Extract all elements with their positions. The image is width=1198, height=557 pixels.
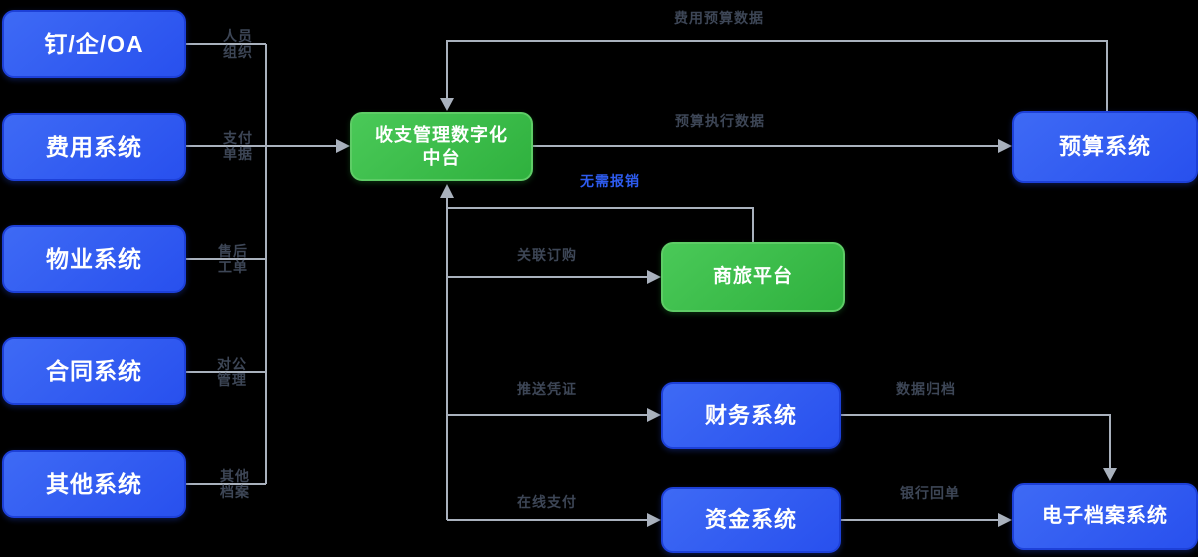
node-expense-system: 费用系统 (2, 113, 186, 181)
arrowhead-into-finance (647, 408, 661, 422)
arrowhead-into-hub-left (336, 139, 350, 153)
edge-label-bank-receipt: 银行回单 (900, 485, 960, 501)
arrowhead-into-hub-top (440, 98, 454, 111)
edge-budget-hub (446, 40, 1108, 111)
edge-label-online-payment: 在线支付 (517, 494, 577, 510)
node-contract-system: 合同系统 (2, 337, 186, 405)
edge-travel-hub (446, 198, 754, 242)
edge-label-corporate-mgmt: 对公 管理 (217, 356, 247, 388)
node-property-system: 物业系统 (2, 225, 186, 293)
edge-finance-earchive (841, 414, 1111, 470)
edge-label-aftersales-ticket: 售后 工单 (218, 243, 248, 275)
edge-label-other-archive: 其他 档案 (220, 468, 250, 500)
edge-label-related-ordering: 关联订购 (517, 247, 577, 263)
edge-label-personnel-org: 人员 组织 (223, 28, 253, 60)
edge-label-expense-budget-data: 费用预算数据 (674, 10, 764, 26)
arrowhead-into-travel (647, 270, 661, 284)
node-ding-qi-oa: 钉/企/OA (2, 10, 186, 78)
arrowhead-into-earchive-top (1103, 468, 1117, 481)
node-finance-system: 财务系统 (661, 382, 841, 449)
node-revenue-expense-hub: 收支管理数字化 中台 (350, 112, 533, 181)
node-earchive-system: 电子档案系统 (1012, 483, 1198, 550)
arrowhead-into-budget (998, 139, 1012, 153)
edge-label-data-archiving: 数据归档 (896, 381, 956, 397)
edge-label-payment-docs: 支付 单据 (223, 130, 253, 162)
edge-label-budget-execution-data: 预算执行数据 (675, 113, 765, 129)
edge-label-push-voucher: 推送凭证 (517, 381, 577, 397)
arrowhead-into-treasury (647, 513, 661, 527)
node-budget-system: 预算系统 (1012, 111, 1198, 183)
node-travel-platform: 商旅平台 (661, 242, 845, 312)
node-treasury-system: 资金系统 (661, 487, 841, 553)
node-other-system: 其他系统 (2, 450, 186, 518)
arrowhead-into-earchive-left (998, 513, 1012, 527)
arrowhead-into-hub-bottom (440, 184, 454, 198)
edge-label-no-reimbursement: 无需报销 (580, 173, 640, 189)
